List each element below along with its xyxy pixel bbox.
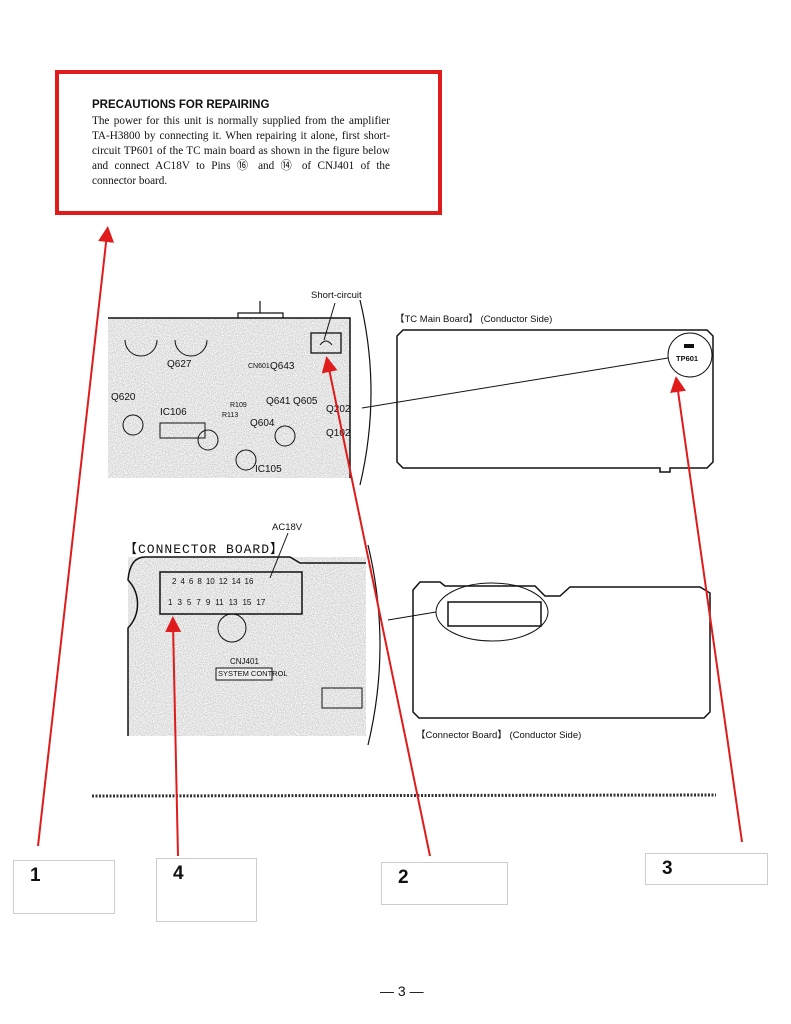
tc-main-board-side: (Conductor Side) (480, 314, 553, 325)
pcb-label-r109: R109 (230, 402, 247, 409)
tc-main-board-title: 【TC Main Board】 (Conductor Side) (395, 311, 552, 325)
pin-label: 13 (228, 598, 238, 607)
connector-board-pcb (127, 532, 381, 746)
system-control-label: SYSTEM CONTROL (218, 669, 288, 678)
precautions-body: The power for this unit is normally supp… (92, 115, 390, 187)
cnj401-label: CNJ401 (230, 657, 259, 666)
annotation-arrow-3 (670, 376, 743, 843)
short-circuit-label: Short-circuit (311, 290, 362, 301)
pin-label: 14 (231, 577, 241, 586)
callout-box-3: 3 (645, 853, 768, 885)
pin-label: 17 (256, 598, 266, 607)
annotation-arrow-4 (165, 616, 182, 857)
pin-label: 7 (196, 598, 201, 607)
cnj401-top-pins: 2 4 6 8 10 12 14 16 (172, 577, 253, 586)
tc-main-board-outline (361, 329, 714, 473)
pcb-label-q643: Q643 (270, 361, 295, 372)
pcb-label-ic106: IC106 (160, 407, 187, 418)
connector-board-outline (387, 581, 711, 719)
pin-label: 16 (244, 577, 254, 586)
pcb-label-q604: Q604 (250, 418, 275, 429)
pcb-label-q102: Q102 (326, 428, 351, 439)
pin-label: 12 (218, 577, 228, 586)
pcb-label-cn601: CN601 (248, 363, 270, 370)
pcb-label-q605: Q605 (293, 396, 318, 407)
connector-board-side: (Conductor Side) (509, 730, 582, 741)
page-number: — 3 — (380, 983, 424, 999)
pcb-label-r113: R113 (222, 412, 238, 419)
pin-label: 15 (242, 598, 252, 607)
ac18v-label: AC18V (272, 522, 303, 533)
pin-label: 9 (205, 598, 211, 607)
pin-label: 1 (168, 598, 173, 607)
annotation-arrow-1 (37, 226, 115, 847)
connector-board-title: 【CONNECTOR BOARD】 (124, 542, 285, 557)
callout-box-1: 1 (13, 860, 115, 914)
annotation-arrow-2 (321, 356, 431, 857)
pin-label: 4 (180, 577, 185, 586)
pcb-label-q627: Q627 (167, 359, 192, 370)
tc-main-board-title-text: 【TC Main Board】 (395, 314, 478, 325)
cnj401-bottom-pins: 1 3 5 7 9 11 13 15 17 (168, 598, 265, 607)
pin-label: 8 (197, 577, 202, 586)
pcb-label-q620: Q620 (111, 392, 136, 403)
pin-label: 2 (172, 577, 177, 586)
connector-board-side-title: 【Connector Board】 (Conductor Side) (416, 727, 581, 741)
pin-label: 10 (205, 577, 215, 586)
pcb-label-ic105: IC105 (255, 464, 282, 475)
connector-board-side-title-text: 【Connector Board】 (416, 730, 507, 741)
tc-main-board-pcb: Q620 Q627 IC106 Q643 Q641 Q605 Q604 Q202… (108, 299, 372, 486)
pin-label: 6 (188, 577, 194, 586)
precautions-highlight-box (55, 70, 442, 215)
pin-label: 5 (186, 598, 192, 607)
pin-label: 11 (215, 598, 224, 607)
section-divider (91, 793, 717, 798)
precautions-title: PRECAUTIONS FOR REPAIRING (92, 99, 270, 111)
callout-box-2: 2 (381, 862, 508, 905)
callout-box-4: 4 (156, 858, 257, 922)
pcb-label-q641: Q641 (266, 396, 291, 407)
pin-label: 3 (177, 598, 182, 607)
tp601-label: TP601 (676, 354, 699, 363)
